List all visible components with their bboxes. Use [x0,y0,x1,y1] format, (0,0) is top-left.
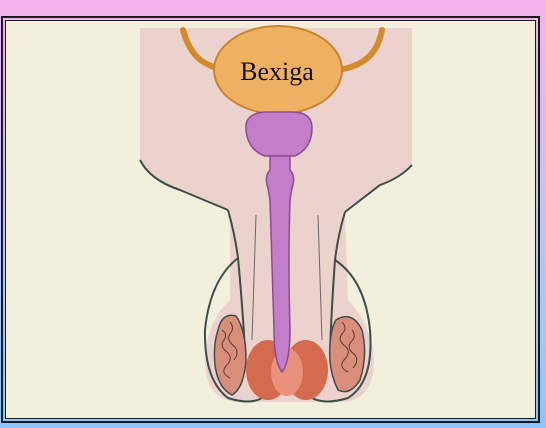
prostate [246,112,312,156]
bladder-label: Bexiga [240,57,314,86]
right-epididymis [330,317,365,392]
